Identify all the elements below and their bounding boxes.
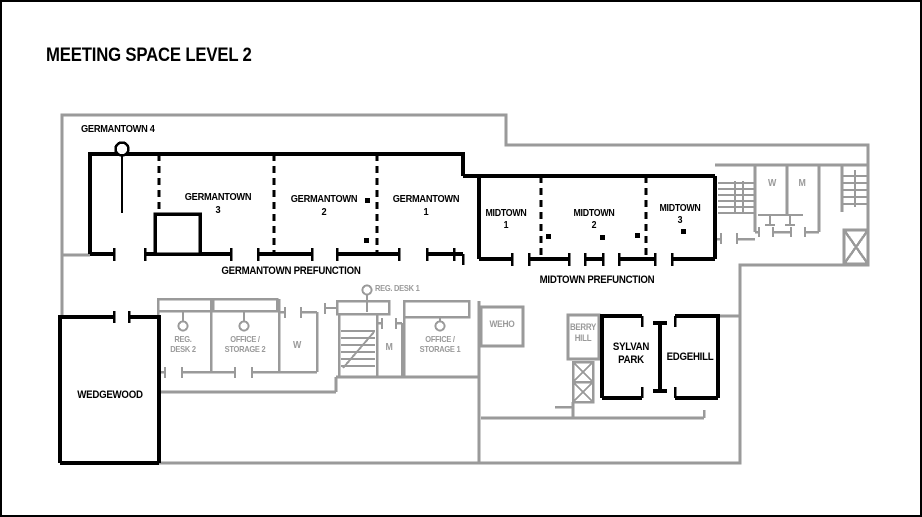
germantown-door-marks: [112, 248, 456, 261]
building-outline: [60, 113, 870, 465]
label-germantown-4: GERMANTOWN 4: [81, 123, 155, 135]
label-restroom-women: W: [767, 178, 777, 189]
callout-circle: [434, 320, 446, 332]
restroom-stair-block: [715, 163, 870, 266]
weho-room: [479, 305, 525, 348]
label-restroom-men-mid: M: [385, 342, 393, 353]
label-midtown-prefunction: MIDTOWN PREFUNCTION: [539, 274, 655, 286]
support-rooms-walls: [156, 294, 740, 463]
label-berry-hill: BERRY HILL: [569, 322, 597, 343]
label-sylvan-park: SYLVAN PARK: [612, 341, 650, 367]
stairs-icon: [718, 181, 754, 214]
elevator-icon: [571, 380, 595, 404]
page-title: MEETING SPACE LEVEL 2: [46, 45, 252, 66]
storage-closet-room: [153, 212, 202, 256]
berry-hill-room: [566, 313, 601, 361]
midtown-rooms-walls: [477, 176, 717, 266]
office-storage-2-counter: [211, 297, 279, 313]
midtown-room-dividers: [539, 176, 648, 257]
label-germantown-3: GERMANTOWN 3: [184, 191, 252, 216]
sylvan-park-edgehill-walls: [600, 314, 720, 400]
elevator-icon: [842, 228, 870, 266]
germantown-4-callout: [114, 141, 130, 213]
label-weho: WEHO: [489, 319, 515, 330]
callout-circle: [114, 141, 130, 157]
label-midtown-1: MIDTOWN 1: [485, 208, 527, 232]
office-storage-1-counter: [402, 299, 471, 319]
germantown-rooms-walls: [88, 141, 715, 265]
callout-circle: [361, 284, 373, 296]
reg-desk-1-counter: [335, 299, 391, 316]
midtown-door-marks: [510, 253, 674, 266]
stairs-icon: [337, 314, 379, 377]
label-midtown-3: MIDTOWN 3: [659, 203, 701, 227]
reg-desk-2-counter: [156, 297, 213, 313]
label-office-storage-2: OFFICE / STORAGE 2: [224, 334, 266, 355]
elevator-icon: [571, 360, 595, 384]
label-germantown-2: GERMANTOWN 2: [290, 193, 358, 218]
restroom-door-marks: [715, 227, 819, 244]
callout-circle: [238, 320, 250, 332]
label-reg-desk-2: REG. DESK 2: [170, 334, 196, 355]
support-room-callouts: [177, 284, 446, 332]
label-edgehill: EDGEHILL: [666, 351, 714, 363]
label-office-storage-1: OFFICE / STORAGE 1: [419, 334, 461, 355]
label-restroom-women-mid: W: [292, 340, 302, 351]
operable-wall-divider: [653, 321, 667, 393]
restroom-sink-counter: [758, 214, 803, 226]
label-restroom-men: M: [798, 178, 806, 189]
stairs-icon: [842, 170, 868, 207]
column-markers: [364, 198, 686, 243]
label-midtown-2: MIDTOWN 2: [573, 208, 615, 232]
label-wedgewood: WEDGEWOOD: [77, 389, 143, 401]
label-reg-desk-1: REG. DESK 1: [375, 283, 420, 293]
label-germantown-prefunction: GERMANTOWN PREFUNCTION: [221, 265, 361, 277]
label-germantown-1: GERMANTOWN 1: [392, 193, 460, 218]
germantown-room-dividers: [157, 154, 379, 252]
wedgewood-room-walls: [58, 311, 161, 465]
callout-circle: [177, 320, 189, 332]
